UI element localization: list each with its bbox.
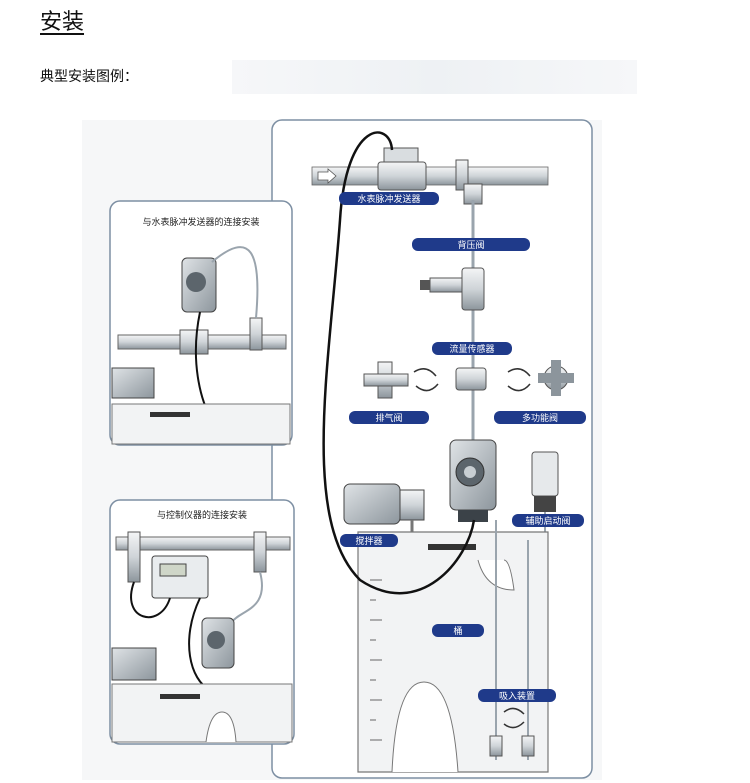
svg-text:吸入装置: 吸入装置 bbox=[499, 690, 535, 702]
svg-text:辅助启动阀: 辅助启动阀 bbox=[525, 515, 570, 527]
svg-text:排气阀: 排气阀 bbox=[375, 412, 402, 424]
panel-controller: 与控制仪器的连接安装 bbox=[109, 499, 295, 745]
vent-valve-drawing bbox=[363, 361, 439, 399]
label-multifunction-valve: 多功能阀 bbox=[494, 411, 586, 424]
panel-water-meter-caption: 与水表脉冲发送器的连接安装 bbox=[142, 216, 259, 228]
metering-pump-drawing bbox=[449, 439, 497, 522]
label-flow-sensor: 流量传感器 bbox=[432, 342, 512, 355]
tank-drawing bbox=[357, 520, 549, 773]
svg-text:多功能阀: 多功能阀 bbox=[522, 412, 558, 424]
agitator-drawing bbox=[343, 483, 425, 560]
flow-sensor-drawing bbox=[455, 367, 487, 391]
back-pressure-valve-drawing bbox=[420, 267, 485, 311]
watermark-band bbox=[232, 60, 637, 94]
panel-water-meter: 与水表脉冲发送器的连接安装 bbox=[109, 200, 293, 446]
multifunction-valve-drawing bbox=[507, 360, 574, 396]
label-tank: 桶 bbox=[432, 624, 484, 637]
panel-controller-caption: 与控制仪器的连接安装 bbox=[157, 509, 247, 521]
page-title: 安装 bbox=[40, 10, 85, 35]
svg-text:背压阀: 背压阀 bbox=[457, 239, 484, 251]
svg-text:搅拌器: 搅拌器 bbox=[355, 535, 382, 547]
label-vent-valve: 排气阀 bbox=[349, 411, 429, 424]
signal-cable bbox=[322, 131, 476, 595]
label-water-meter-pulse: 水表脉冲发送器 bbox=[339, 192, 439, 205]
label-suction-device: 吸入装置 bbox=[478, 689, 556, 702]
label-agitator: 搅拌器 bbox=[340, 534, 398, 547]
label-priming-valve: 辅助启动阀 bbox=[512, 514, 584, 527]
main-panel: 水表脉冲发送器 背压阀 流量传感器 排气阀 多功能阀 辅助启动阀 搅拌器 桶 bbox=[271, 119, 593, 779]
page-subtitle: 典型安装图例： bbox=[40, 69, 138, 85]
label-back-pressure-valve: 背压阀 bbox=[412, 238, 530, 251]
svg-text:流量传感器: 流量传感器 bbox=[449, 343, 494, 355]
svg-text:桶: 桶 bbox=[453, 625, 462, 637]
svg-text:水表脉冲发送器: 水表脉冲发送器 bbox=[357, 193, 420, 205]
main-pipe bbox=[311, 147, 549, 205]
